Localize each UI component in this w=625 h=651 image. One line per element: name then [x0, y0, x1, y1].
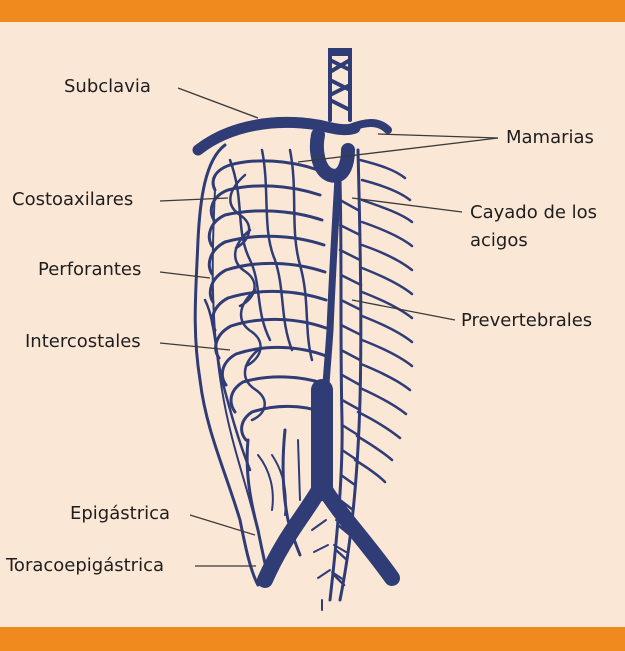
label-mamarias: Mamarias	[506, 127, 594, 148]
label-toracoepigastrica: Toracoepigástrica	[5, 555, 164, 576]
subclavian-vein	[192, 116, 361, 156]
leader-perforantes	[159, 271, 211, 279]
thoracoepigastric-vein	[245, 438, 270, 577]
upper-plexus-cap	[328, 48, 352, 56]
leader-epigastrica	[189, 514, 256, 536]
label-subclavia: Subclavia	[64, 76, 151, 97]
thoracic-wall-outline	[193, 143, 260, 587]
leader-prevertebrales	[351, 299, 456, 321]
leader-cayado	[351, 197, 463, 213]
leader-intercostales	[159, 342, 231, 351]
label-perforantes: Perforantes	[38, 259, 141, 280]
leader-lines	[159, 87, 499, 567]
right-segmental-branches	[353, 158, 414, 484]
leader-subclavia	[177, 87, 259, 119]
right-iliac-vein	[314, 477, 400, 586]
lower-wall-branches	[257, 439, 301, 516]
lower-spine-twigs	[311, 519, 349, 611]
label-cayado-line1: Cayado de los	[470, 202, 597, 223]
epigastric-vein	[281, 428, 302, 557]
leader-mamarias-1	[377, 133, 499, 139]
prevertebral-links	[332, 198, 363, 587]
text-labels: Subclavia Costoaxilares Perforantes Inte…	[5, 76, 597, 576]
leader-costoaxilares	[159, 197, 229, 202]
label-prevertebrales: Prevertebrales	[461, 310, 592, 331]
costoaxillary-veins	[203, 148, 314, 472]
label-costoaxilares: Costoaxilares	[12, 189, 133, 210]
azygos-arch	[309, 128, 355, 183]
left-iliac-vein	[257, 477, 330, 588]
thoracic-wall-inner-outline	[211, 189, 256, 521]
label-epigastrica: Epigástrica	[70, 503, 170, 524]
azygos-vein	[321, 174, 342, 404]
label-cayado-line2: acigos	[470, 230, 528, 251]
label-intercostales: Intercostales	[25, 331, 141, 352]
bottom-frame-bar	[0, 627, 625, 651]
right-subclavian-vein	[346, 119, 392, 134]
prevertebral-chain-right	[338, 148, 363, 602]
vein-network	[192, 48, 414, 611]
leader-mamarias-2	[297, 137, 499, 163]
top-frame-bar	[0, 0, 625, 22]
upper-vertebral-plexus	[328, 50, 352, 122]
